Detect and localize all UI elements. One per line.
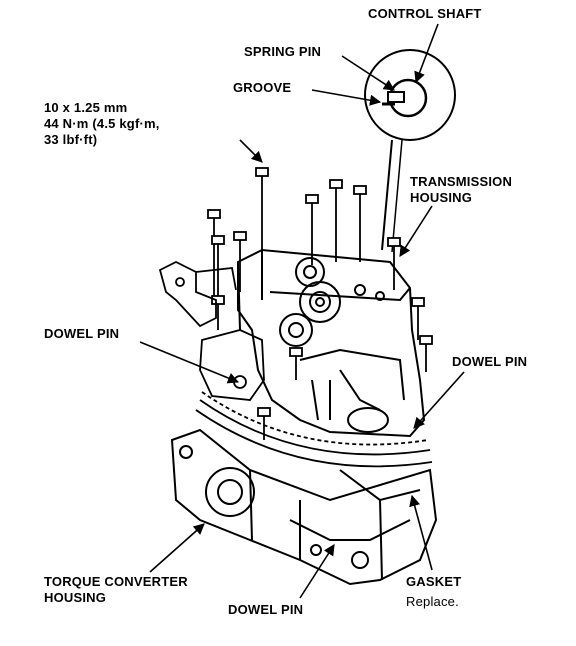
- bolt-3: [233, 231, 247, 292]
- torque-converter-line-1: TORQUE CONVERTER: [44, 574, 188, 589]
- bolt-1: [255, 167, 269, 262]
- transmission-housing-line-1: TRANSMISSION: [410, 174, 513, 189]
- left-bracket: [158, 260, 265, 401]
- bolt-7: [353, 185, 367, 262]
- transmission-housing-line-2: HOUSING: [410, 190, 473, 205]
- arrow-dowel-pin-left: [139, 341, 240, 384]
- arrow-control-shaft: [414, 23, 439, 84]
- bolt-10: [419, 335, 433, 372]
- bolt-spec-line-1: 10 x 1.25 mm: [44, 100, 128, 115]
- label-bolt-spec: 10 x 1.25 mm 44 N·m (4.5 kgf·m, 33 lbf·f…: [44, 100, 160, 148]
- arrow-bolt-spec: [239, 139, 263, 163]
- bolt-8: [387, 237, 401, 290]
- bolt-11: [289, 347, 303, 380]
- label-gasket: GASKET: [406, 574, 462, 589]
- transmission-housing: [237, 248, 426, 438]
- gasket-band: [195, 391, 433, 468]
- bolt-9: [411, 297, 425, 340]
- label-control-shaft: CONTROL SHAFT: [368, 6, 482, 21]
- bolt-spec-line-2: 44 N·m (4.5 kgf·m,: [44, 116, 160, 131]
- label-dowel-pin-left: DOWEL PIN: [44, 326, 120, 341]
- arrow-gasket: [409, 494, 433, 571]
- control-shaft-detail: [364, 49, 456, 253]
- arrow-dowel-pin-right: [413, 371, 465, 429]
- leader-arrows: [139, 23, 465, 599]
- label-transmission-housing: TRANSMISSION HOUSING: [410, 174, 512, 206]
- label-dowel-pin-right: DOWEL PIN: [452, 354, 528, 369]
- torque-converter-housing: [170, 428, 438, 586]
- bolt-spec-line-3: 33 lbf·ft): [44, 132, 98, 147]
- mounting-bolts: [207, 167, 433, 440]
- arrow-spring-pin: [341, 55, 395, 91]
- label-spring-pin: SPRING PIN: [244, 44, 322, 59]
- label-torque-converter-housing: TORQUE CONVERTER HOUSING: [44, 574, 188, 606]
- arrow-groove: [311, 89, 382, 106]
- torque-converter-line-2: HOUSING: [44, 590, 107, 605]
- bolt-6: [329, 179, 343, 262]
- arrow-torque-converter: [149, 523, 205, 573]
- label-gasket-note: Replace.: [406, 594, 459, 609]
- bolt-4: [211, 235, 225, 300]
- label-groove: GROOVE: [233, 80, 292, 95]
- arrow-transmission-housing: [399, 205, 433, 257]
- label-dowel-pin-bottom: DOWEL PIN: [228, 602, 304, 617]
- bolt-12: [257, 407, 271, 440]
- bolt-13: [211, 295, 225, 330]
- bolt-2: [207, 209, 221, 300]
- arrow-dowel-pin-bottom: [299, 544, 335, 599]
